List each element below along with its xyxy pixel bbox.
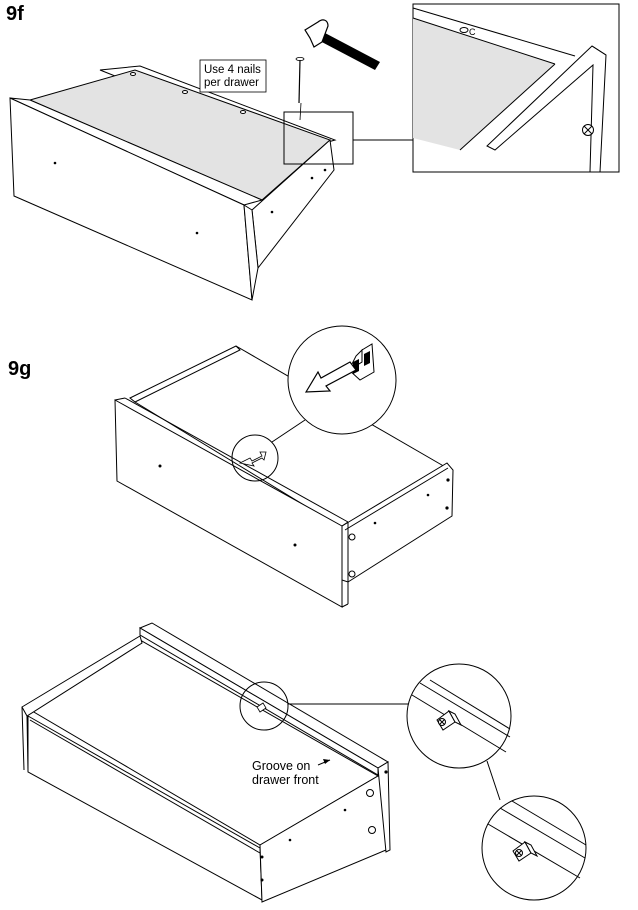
callout-small-bottom [239,681,289,731]
zoom-region-box [283,111,354,165]
nail-icon [295,57,305,121]
hammer-icon [304,19,380,70]
groove-label-line-1: Groove on [252,759,310,773]
drawer-9f [9,65,337,301]
groove-label-line-2: drawer front [252,773,319,787]
bracket-detail-icon-2 [512,840,539,862]
step-9g: 9g [8,325,454,608]
note-line-2: per drawer [204,77,259,89]
detail-circle-2 [481,795,587,901]
drawer-9g [114,345,454,608]
step-bottom: Groove on drawer front [21,622,587,903]
arrow-icon [304,361,357,393]
note-line-1: Use 4 nails [204,64,261,76]
bracket-detail-icon [436,709,463,731]
callout-large-9g [287,325,397,435]
drawer-bottom-view [21,622,391,903]
screw-icon [582,124,594,136]
part-letter: C [469,27,476,37]
step-label-9f: 9f [6,3,24,25]
detail-inset-9f: C [412,3,620,173]
nail-note: Use 4 nails per drawer [199,59,267,93]
groove-label: Groove on drawer front [252,759,331,787]
step-label-9g: 9g [8,358,31,380]
callout-small-9g [231,434,279,482]
step-9f: 9f Use 4 nail [6,3,620,301]
detail-circle-1 [406,663,512,769]
